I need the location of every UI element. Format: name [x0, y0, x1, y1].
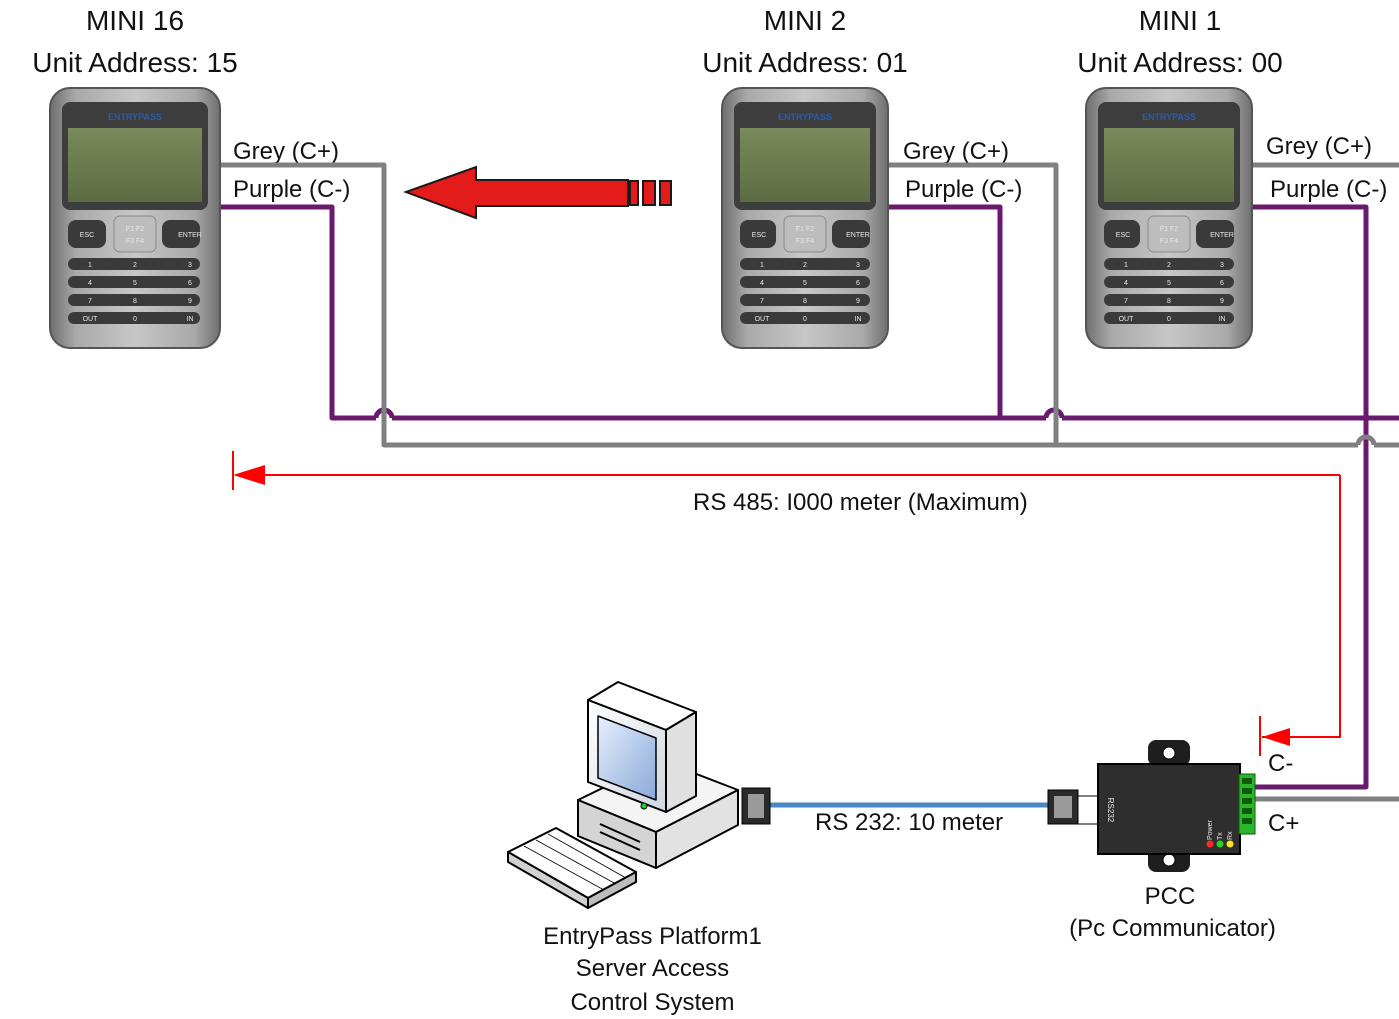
- mini16-grey-label: Grey (C+): [233, 138, 340, 165]
- key-out-label-2: OUT: [1119, 316, 1135, 323]
- direction-arrow: [403, 165, 672, 220]
- rs485-label: RS 485: I000 meter (Maximum): [693, 489, 1028, 516]
- svg-text:Rx: Rx: [1227, 831, 1234, 840]
- key-7-label-1: 7: [760, 298, 764, 305]
- key-1-label-0: 1: [88, 262, 92, 269]
- mini1-reader: ENTRYPASS: [1085, 87, 1253, 349]
- key-in-label-0: IN: [187, 316, 194, 323]
- mini16-name: MINI 16: [85, 5, 185, 36]
- svg-text:Power: Power: [1207, 819, 1214, 840]
- grey-bus-wire: [220, 162, 1399, 802]
- key-9-label-1: 9: [856, 298, 860, 305]
- key-f3f4-label-0: F3 F4: [126, 238, 144, 245]
- pcc-label: PCC: [1144, 883, 1196, 910]
- key-1-label-2: 1: [1124, 262, 1128, 269]
- key-8-label-2: 8: [1167, 298, 1171, 305]
- key-f3f4-label-1: F3 F4: [796, 238, 814, 245]
- key-0-label-1: 0: [803, 316, 807, 323]
- key-6-label-2: 6: [1220, 280, 1224, 287]
- mini1-purple-label: Purple (C-): [1270, 176, 1388, 203]
- svg-text:RS232: RS232: [1106, 798, 1115, 823]
- mini2-reader: ENTRYPASS: [721, 87, 889, 349]
- key-5-label-1: 5: [803, 280, 807, 287]
- mini16-address: Unit Address: 15: [32, 47, 238, 78]
- server-label-line1: EntryPass Platform1: [543, 923, 762, 950]
- key-f1f2-label-0: F1 F2: [126, 226, 144, 233]
- key-f1f2-label-2: F1 F2: [1160, 226, 1178, 233]
- key-0-label-0: 0: [133, 316, 137, 323]
- rs485-distance-arrow: [232, 451, 1341, 756]
- key-7-label-2: 7: [1124, 298, 1128, 305]
- key-4-label-2: 4: [1124, 280, 1128, 287]
- svg-text:ENTRYPASS: ENTRYPASS: [108, 112, 162, 122]
- c-plus-label: C+: [1268, 810, 1300, 837]
- key-0-label-2: 0: [1167, 316, 1171, 323]
- key-2-label-2: 2: [1167, 262, 1171, 269]
- server-label-line3: Control System: [570, 989, 735, 1016]
- key-out-label-0: OUT: [83, 316, 99, 323]
- mini1-address: Unit Address: 00: [1077, 47, 1283, 78]
- key-1-label-1: 1: [760, 262, 764, 269]
- key-9-label-2: 9: [1220, 298, 1224, 305]
- key-enter-label-0: ENTER: [178, 232, 202, 239]
- key-4-label-1: 4: [760, 280, 764, 287]
- svg-text:ENTRYPASS: ENTRYPASS: [778, 112, 832, 122]
- key-9-label-0: 9: [188, 298, 192, 305]
- rs485-arrowhead-left: [233, 465, 265, 485]
- key-esc-label-0: ESC: [80, 232, 94, 239]
- key-esc-label-2: ESC: [1116, 232, 1130, 239]
- key-out-label-1: OUT: [755, 316, 771, 323]
- key-f1f2-label-1: F1 F2: [796, 226, 814, 233]
- key-esc-label-1: ESC: [752, 232, 766, 239]
- mini1-name: MINI 1: [1138, 5, 1222, 36]
- key-8-label-0: 8: [133, 298, 137, 305]
- key-5-label-0: 5: [133, 280, 137, 287]
- svg-text:ENTRYPASS: ENTRYPASS: [1142, 112, 1196, 122]
- key-3-label-0: 3: [188, 262, 192, 269]
- pcc-device: RS232 Power Tx Rx: [1097, 740, 1256, 872]
- mini2-address: Unit Address: 01: [702, 47, 908, 78]
- key-5-label-2: 5: [1167, 280, 1171, 287]
- key-4-label-0: 4: [88, 280, 92, 287]
- c-minus-label: C-: [1268, 750, 1294, 777]
- key-enter-label-2: ENTER: [1210, 232, 1234, 239]
- key-in-label-2: IN: [1219, 316, 1226, 323]
- rs232-connector-left: [741, 787, 771, 825]
- rs232-label: RS 232: 10 meter: [815, 809, 1004, 836]
- mini16-purple-label: Purple (C-): [233, 176, 351, 203]
- mini16-reader: ENTRYPASS: [49, 87, 221, 349]
- key-8-label-1: 8: [803, 298, 807, 305]
- rs232-connector-right: [1047, 789, 1099, 825]
- key-6-label-1: 6: [856, 280, 860, 287]
- key-f3f4-label-2: F3 F4: [1160, 238, 1178, 245]
- key-enter-label-1: ENTER: [846, 232, 870, 239]
- mini2-name: MINI 2: [763, 5, 847, 36]
- rs485-arrowhead-right: [1262, 728, 1290, 746]
- mini1-grey-label: Grey (C+): [1266, 133, 1373, 160]
- key-3-label-1: 3: [856, 262, 860, 269]
- mini2-purple-label: Purple (C-): [905, 176, 1023, 203]
- key-2-label-0: 2: [133, 262, 137, 269]
- purple-bus-wire: [220, 204, 1399, 790]
- server-label-line2: Server Access: [575, 955, 730, 982]
- key-3-label-2: 3: [1220, 262, 1224, 269]
- key-in-label-1: IN: [855, 316, 862, 323]
- key-7-label-0: 7: [88, 298, 92, 305]
- pcc-sublabel: (Pc Communicator): [1069, 915, 1276, 942]
- key-2-label-1: 2: [803, 262, 807, 269]
- key-6-label-0: 6: [188, 280, 192, 287]
- mini2-grey-label: Grey (C+): [903, 138, 1010, 165]
- server-computer: [507, 681, 739, 909]
- svg-text:Tx: Tx: [1217, 832, 1224, 840]
